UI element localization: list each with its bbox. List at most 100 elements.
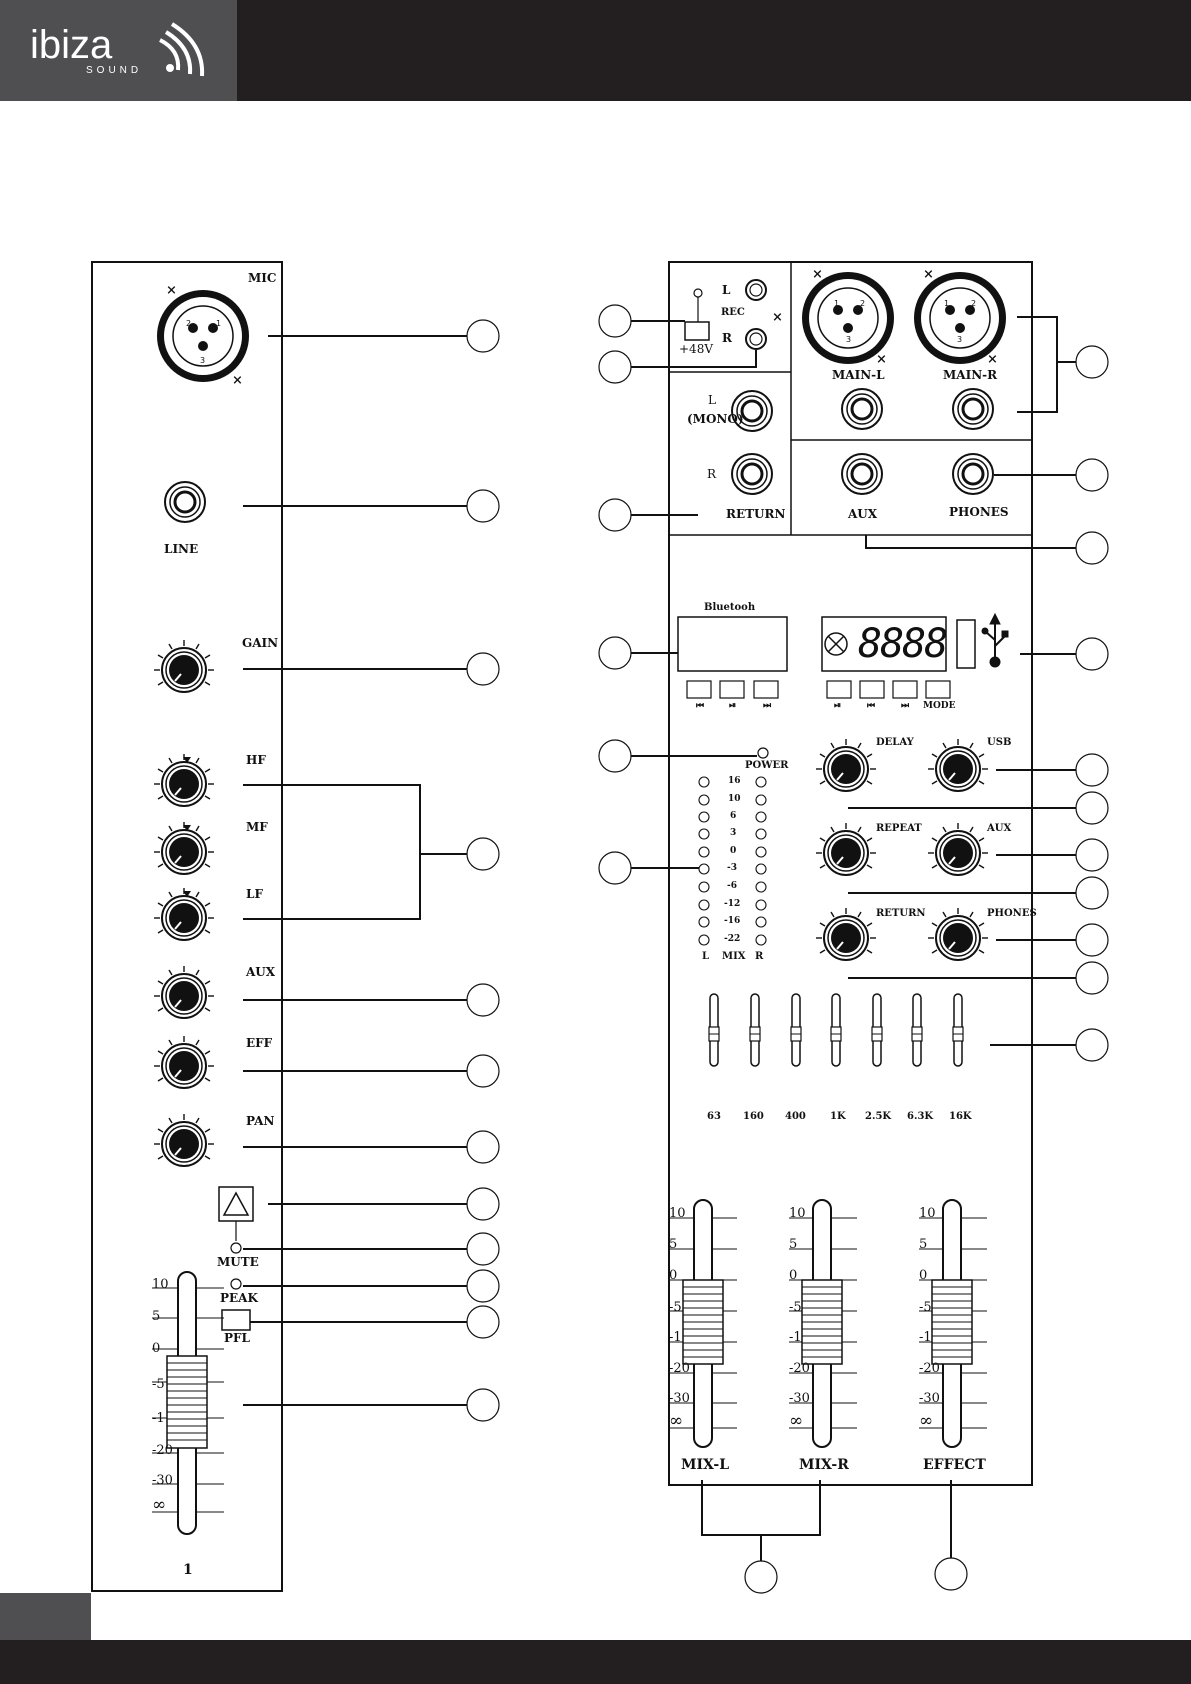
- svg-text:×: ×: [812, 267, 823, 282]
- usb-prev-icon: ⏮: [867, 701, 876, 711]
- mf-label: MF: [246, 820, 268, 834]
- mix-l-label: MIX-L: [681, 1457, 730, 1473]
- mix-r-label: MIX-R: [799, 1457, 849, 1473]
- meter-mix-label: MIX: [722, 951, 746, 962]
- channel-callouts: [466, 319, 500, 1422]
- svg-text:×: ×: [987, 352, 998, 367]
- aux-jack-icon: [840, 452, 884, 496]
- eq-band-label: 400: [785, 1111, 806, 1122]
- hf-label: HF: [246, 753, 266, 767]
- main-l-xlr-icon: [801, 271, 895, 365]
- aux-jack-label: AUX: [848, 507, 878, 521]
- eq-band-label: 16K: [949, 1111, 972, 1122]
- ibiza-sound-logo: ibiza SOUND: [30, 22, 205, 77]
- peak-label: PEAK: [220, 1291, 258, 1305]
- pfl-label: PFL: [224, 1331, 250, 1345]
- return-l-label: L: [708, 393, 716, 407]
- effect-scale: -20: [919, 1361, 940, 1376]
- fader-scale-label: -20: [152, 1443, 173, 1458]
- delay-label: DELAY: [876, 737, 914, 748]
- main-r-jack-icon: [951, 387, 995, 431]
- usb-display: 8888: [858, 621, 948, 667]
- eq-band-label: 160: [743, 1111, 764, 1122]
- meter-l-label: L: [702, 951, 710, 962]
- return-jack-label: RETURN: [726, 507, 786, 521]
- svg-text:×: ×: [772, 310, 783, 325]
- gain-knob: [153, 639, 215, 693]
- aux-knob: [153, 965, 215, 1019]
- meter-scale-label: 3: [730, 828, 737, 838]
- phantom-label: +48V: [679, 342, 713, 356]
- svg-text:3: 3: [200, 356, 205, 365]
- rec-l-label: L: [722, 283, 731, 297]
- usb-icon: [981, 612, 1009, 668]
- mute-label: MUTE: [217, 1255, 259, 1269]
- effect-scale: -30: [919, 1391, 940, 1406]
- power-label: POWER: [745, 760, 789, 771]
- usb-next-icon: ⏭: [901, 701, 910, 711]
- phones-jack-label: PHONES: [949, 505, 1009, 519]
- mf-knob: [153, 821, 215, 875]
- mix-r-scale: -30: [789, 1391, 810, 1406]
- svg-text:1: 1: [216, 319, 221, 328]
- effect-scale: 10: [919, 1206, 936, 1221]
- mix-l-scale: 0: [669, 1268, 678, 1283]
- usb-play-pause-icon: ⏯: [834, 701, 842, 711]
- effect-label: EFFECT: [923, 1457, 986, 1473]
- svg-text:2: 2: [971, 299, 976, 308]
- svg-text:SOUND: SOUND: [86, 65, 142, 76]
- meter-scale-label: 0: [730, 846, 737, 856]
- bt-next-icon: ⏭: [763, 701, 772, 711]
- eff-label: EFF: [246, 1036, 273, 1050]
- phones-knob: [927, 907, 989, 961]
- meter-scale-label: -6: [727, 881, 737, 891]
- aux-master-knob: [927, 822, 989, 876]
- meter-scale-label: -12: [724, 899, 741, 909]
- mix-r-scale: 5: [789, 1237, 798, 1252]
- effect-scale: 5: [919, 1237, 928, 1252]
- svg-text:×: ×: [166, 283, 177, 298]
- phones-jack-icon: [951, 452, 995, 496]
- mono-label: (MONO): [687, 412, 744, 426]
- svg-text:×: ×: [232, 373, 243, 388]
- usb-knob-label: USB: [987, 737, 1012, 748]
- fader-scale-label: 0: [152, 1341, 161, 1356]
- svg-text:1: 1: [944, 299, 949, 308]
- mix-r-scale: -5: [789, 1300, 802, 1315]
- eq-band-label: 63: [707, 1111, 721, 1122]
- meter-r-label: R: [755, 951, 764, 962]
- master-faders: [682, 1199, 973, 1448]
- eq-band-label: 6.3K: [907, 1111, 934, 1122]
- mic-label: MIC: [248, 271, 277, 285]
- rec-label: REC: [721, 307, 745, 318]
- mix-l-scale: -20: [669, 1361, 690, 1376]
- meter-scale-label: 16: [728, 776, 741, 786]
- pan-label: PAN: [246, 1114, 275, 1128]
- mix-l-scale: ∞: [669, 1411, 684, 1431]
- page-footer: [0, 1640, 1191, 1684]
- main-r-label: MAIN-R: [943, 368, 998, 382]
- lf-label: LF: [246, 887, 263, 901]
- svg-text:2: 2: [860, 299, 865, 308]
- return-knob: [815, 907, 877, 961]
- svg-text:×: ×: [923, 267, 934, 282]
- usb-knob: [927, 738, 989, 792]
- hf-knob: [153, 753, 215, 807]
- meter-scale-label: -3: [727, 863, 737, 873]
- mix-r-scale: 10: [789, 1206, 806, 1221]
- eq-band-label: 1K: [830, 1111, 846, 1122]
- main-l-label: MAIN-L: [832, 368, 885, 382]
- repeat-knob: [815, 822, 877, 876]
- pan-knob: [153, 1113, 215, 1167]
- fader-scale-label: -5: [152, 1377, 165, 1392]
- effect-scale: ∞: [919, 1411, 934, 1431]
- effect-scale: -1: [919, 1330, 932, 1345]
- mix-l-scale: -30: [669, 1391, 690, 1406]
- mix-r-scale: 0: [789, 1268, 798, 1283]
- rec-r-label: R: [722, 331, 732, 345]
- mode-label: MODE: [923, 701, 956, 711]
- eq-band-label: 2.5K: [865, 1111, 892, 1122]
- mix-r-scale: -1: [789, 1330, 802, 1345]
- meter-scale-label: -16: [724, 916, 741, 926]
- effect-scale: -5: [919, 1300, 932, 1315]
